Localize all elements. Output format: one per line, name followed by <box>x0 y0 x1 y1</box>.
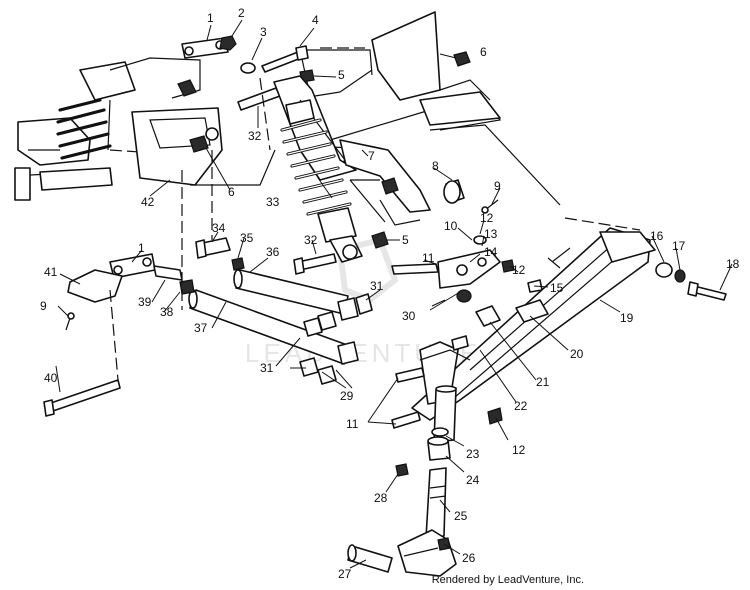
nut-6-right <box>453 51 471 67</box>
callout-5-lower: 5 <box>402 233 409 247</box>
callout-8: 8 <box>432 159 439 173</box>
callout-16: 16 <box>650 229 664 243</box>
callout-11-lower: 11 <box>346 417 359 431</box>
lower-shock-hardware <box>293 231 389 275</box>
callout-30: 30 <box>402 309 416 323</box>
callout-42: 42 <box>141 195 155 209</box>
callout-41: 41 <box>44 265 58 279</box>
callout-24: 24 <box>466 473 480 487</box>
left-shock-background <box>14 61 136 201</box>
callout-38: 38 <box>160 305 174 319</box>
washer-17 <box>674 269 686 283</box>
callout-27: 27 <box>338 567 352 581</box>
callout-18: 18 <box>726 257 740 271</box>
callout-33: 33 <box>266 195 280 209</box>
bolt-39 <box>153 265 183 281</box>
callout-4: 4 <box>312 13 319 27</box>
callout-1-top: 1 <box>207 11 214 25</box>
nut-28 <box>395 463 409 477</box>
callout-32-lower: 32 <box>304 233 318 247</box>
plate-41 <box>67 269 123 303</box>
axle-hardware <box>655 262 727 301</box>
callout-9-left: 9 <box>40 299 47 313</box>
nut-12-lower <box>487 407 503 425</box>
render-credit: Rendered by LeadVenture, Inc. <box>431 574 584 586</box>
callout-37: 37 <box>194 321 208 335</box>
frame-arm <box>411 227 651 421</box>
callout-26: 26 <box>462 551 476 565</box>
nut-35 <box>231 257 245 271</box>
nut-12-mid <box>501 259 515 273</box>
callout-23: 23 <box>466 447 480 461</box>
rail-36 <box>235 269 349 315</box>
callout-7: 7 <box>368 149 375 163</box>
bushings-31-29 <box>299 293 373 385</box>
spindle-25 <box>425 467 447 539</box>
shock-absorber <box>273 75 363 263</box>
callout-25: 25 <box>454 509 468 523</box>
callout-19: 19 <box>620 311 634 325</box>
callout-12-lower: 12 <box>512 443 526 457</box>
callout-5-top: 5 <box>338 68 345 82</box>
callout-9-right: 9 <box>494 179 501 193</box>
spindle-assembly <box>347 385 457 577</box>
callout-21: 21 <box>536 375 550 389</box>
callout-6-right: 6 <box>480 45 487 59</box>
bolt-4 <box>261 51 302 73</box>
callout-17: 17 <box>672 239 686 253</box>
callout-numbers: 1 2 3 4 5 6 6 32 42 33 7 8 9 10 12 13 14… <box>40 6 740 581</box>
block-22 <box>475 305 501 327</box>
left-hardware <box>43 237 245 417</box>
washer-3 <box>240 62 256 74</box>
callout-14: 14 <box>484 245 498 259</box>
callout-40: 40 <box>44 371 58 385</box>
callout-3: 3 <box>260 25 267 39</box>
guidelines <box>109 77 271 381</box>
callout-10: 10 <box>444 219 458 233</box>
ski-saddle <box>397 529 457 577</box>
bolt-11-lower-a <box>395 367 425 383</box>
callout-12-top: 12 <box>480 211 494 225</box>
leader-lines <box>55 19 733 569</box>
callout-22: 22 <box>514 399 528 413</box>
callout-36: 36 <box>266 245 280 259</box>
callout-31-right: 31 <box>370 279 384 293</box>
callout-12-mid: 12 <box>512 263 526 277</box>
callout-11-top: 11 <box>422 251 435 265</box>
callout-32-top: 32 <box>248 129 262 143</box>
bushing-16 <box>655 262 673 278</box>
nut-6-left <box>189 135 209 153</box>
callout-1-lower: 1 <box>138 241 145 255</box>
nut-2 <box>219 35 237 51</box>
washer-23 <box>431 427 449 437</box>
callout-34: 34 <box>212 221 226 235</box>
bushing-8-pin-9 <box>443 179 499 214</box>
block-20 <box>515 299 549 323</box>
upper-link-hardware <box>177 35 471 153</box>
callout-2: 2 <box>238 6 245 20</box>
callout-6-left: 6 <box>228 185 235 199</box>
callout-39: 39 <box>138 295 152 309</box>
callout-31-left: 31 <box>260 361 274 375</box>
callout-29: 29 <box>340 389 354 403</box>
bolt-11-top <box>391 263 439 275</box>
callout-35: 35 <box>240 231 254 245</box>
shock-body <box>317 207 357 243</box>
bracket-7 <box>339 139 431 226</box>
callout-13: 13 <box>484 227 498 241</box>
callout-28: 28 <box>374 491 388 505</box>
bolt-11-lower-b <box>391 411 421 429</box>
nut-5-lower <box>371 231 389 249</box>
nut-38 <box>179 279 195 295</box>
bolt-32-top <box>237 87 281 111</box>
callout-15: 15 <box>550 281 564 295</box>
callout-20: 20 <box>570 347 584 361</box>
